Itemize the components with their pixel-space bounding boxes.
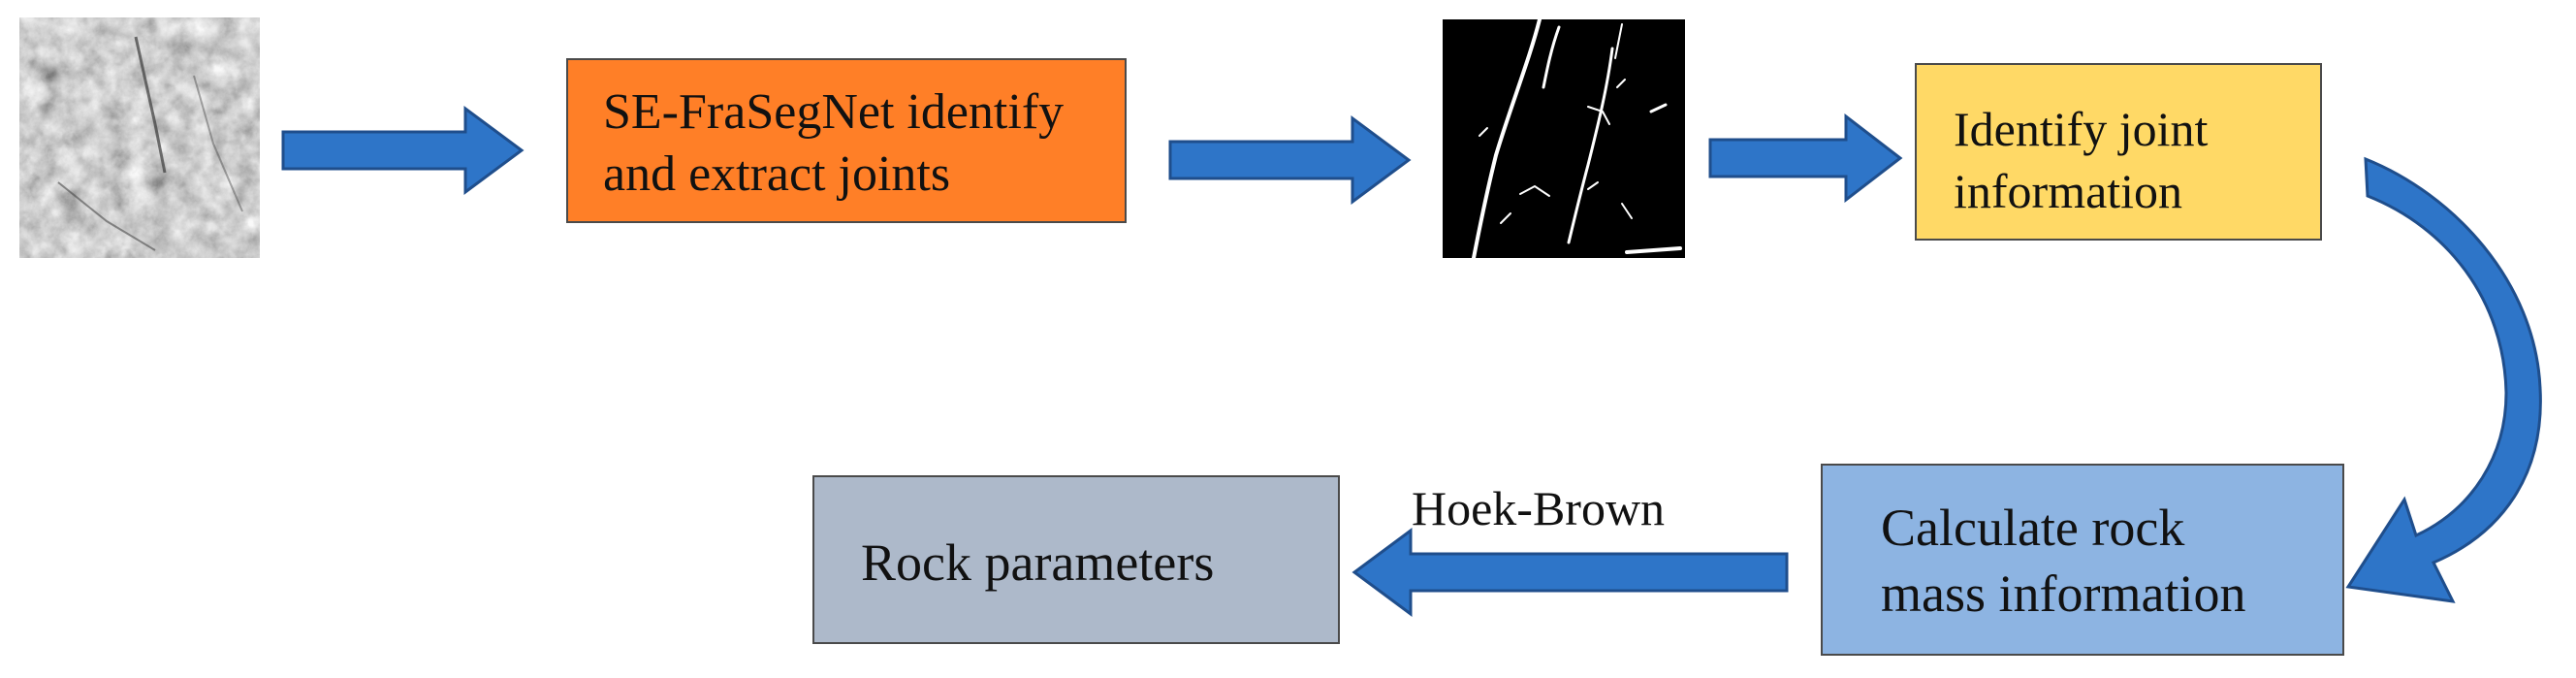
identify-joint-step: Identify joint information [1915, 63, 2322, 241]
flow-arrow-1 [281, 106, 525, 195]
curved-flow-arrow [2345, 156, 2542, 603]
calculate-label-line-1: Calculate rock [1881, 499, 2185, 557]
flow-arrow-4 [1352, 528, 1789, 617]
rock-surface-photo [19, 17, 260, 258]
extract-label-line-1: SE-FraSegNet identify [603, 84, 1065, 140]
calculate-label-line-2: mass information [1881, 565, 2246, 623]
calculate-rock-mass-step: Calculate rock mass information [1821, 464, 2344, 656]
segmentation-mask-image [1443, 19, 1685, 258]
hoek-brown-label: Hoek-Brown [1412, 481, 1666, 535]
identify-label-line-2: information [1954, 164, 2183, 218]
rock-parameters-step: Rock parameters [812, 475, 1340, 644]
extract-joints-step: SE-FraSegNet identify and extract joints [566, 58, 1127, 223]
extract-label-line-2: and extract joints [603, 146, 951, 202]
params-label: Rock parameters [861, 533, 1215, 592]
flow-arrow-2 [1168, 115, 1412, 205]
identify-label-line-1: Identify joint [1954, 102, 2209, 156]
flow-arrow-3 [1708, 113, 1903, 204]
